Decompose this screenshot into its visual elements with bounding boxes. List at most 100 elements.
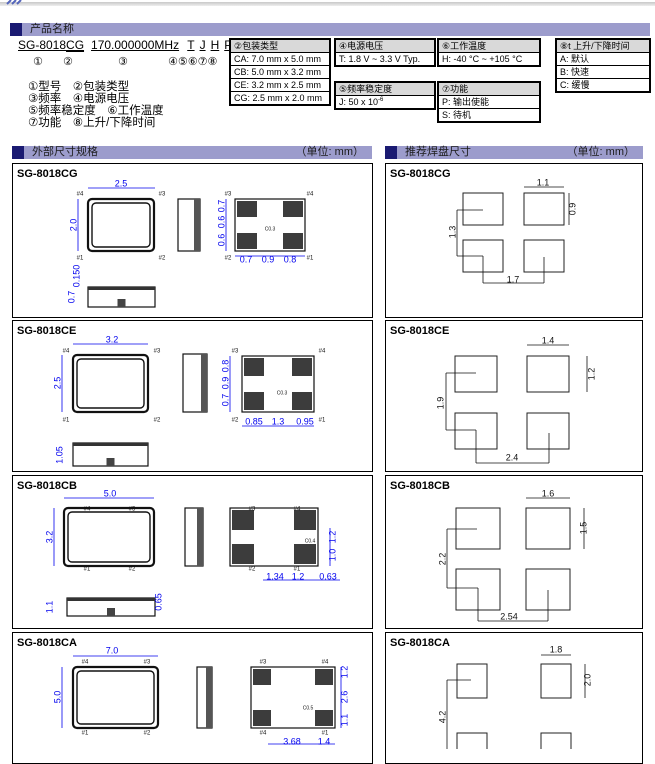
pin-label: #4 bbox=[319, 349, 326, 355]
dimension-label: 1.7 bbox=[507, 274, 520, 284]
table-header: ⑧t 上升/下降时间 bbox=[557, 40, 649, 52]
panel-title: SG-8018CG bbox=[390, 168, 451, 180]
pin-label: #2 bbox=[144, 731, 151, 737]
package-lid bbox=[76, 358, 145, 409]
dimension-label: 2.5 bbox=[115, 178, 128, 188]
land-pad bbox=[540, 732, 572, 749]
dimension-label: 2.5 bbox=[52, 377, 62, 390]
dimension-label: 0.95 bbox=[296, 416, 314, 426]
legend-line: ⑦功能 ⑧上升/下降时间 bbox=[28, 117, 156, 129]
land-pad bbox=[456, 732, 488, 749]
dimension-label: 0.9 bbox=[262, 254, 275, 264]
chamfer-label: C0.4 bbox=[305, 538, 316, 544]
land-panel-cb: SG-8018CB bbox=[385, 475, 643, 629]
marker-1: ① bbox=[33, 56, 43, 68]
panel-title: SG-8018CB bbox=[390, 480, 450, 492]
pin-label: #2 bbox=[232, 418, 239, 424]
land-pad bbox=[455, 507, 501, 550]
pad-terminal bbox=[292, 392, 312, 410]
pad-terminal bbox=[315, 669, 333, 685]
dimension-label: 1.34 bbox=[266, 571, 284, 581]
pin-label: #1 bbox=[319, 418, 326, 424]
section-marker bbox=[12, 146, 24, 159]
part-code-function: P bbox=[224, 38, 232, 52]
dimension-label: 0.85 bbox=[245, 416, 263, 426]
package-top-view bbox=[86, 197, 156, 253]
package-side-terminal bbox=[206, 667, 212, 728]
table-row: P: 输出使能 bbox=[439, 95, 539, 108]
land-pad bbox=[462, 192, 504, 226]
pin-label: #1 bbox=[82, 731, 89, 737]
part-legend: ①型号 ②包装类型 ③频率 ④电源电压 ⑤频率稳定度 ⑥工作温度 ⑦功能 ⑧上升… bbox=[28, 81, 164, 129]
table-row: T: 1.8 V ~ 3.3 V Typ. bbox=[336, 52, 434, 65]
part-code-temperature: H bbox=[210, 38, 220, 52]
pad-terminal bbox=[237, 233, 257, 249]
dimension-label: 3.2 bbox=[44, 531, 54, 544]
package-lid bbox=[67, 511, 151, 563]
stability-value: J: 50 x 10 bbox=[339, 97, 379, 107]
dimension-label: 0.6 bbox=[216, 234, 226, 247]
package-lid bbox=[91, 202, 151, 248]
pin-label: #4 bbox=[260, 731, 267, 737]
section-title: 推荐焊盘尺寸 bbox=[405, 146, 471, 158]
pin-label: #3 bbox=[232, 349, 239, 355]
land-pad bbox=[526, 412, 570, 450]
pad-terminal bbox=[315, 710, 333, 726]
pad-terminal bbox=[253, 710, 271, 726]
pad-terminal bbox=[253, 669, 271, 685]
pad-terminal bbox=[294, 544, 316, 564]
package-side-terminal bbox=[201, 354, 207, 412]
pad-terminal bbox=[232, 544, 254, 564]
section-header-product-name: 产品名称 bbox=[10, 23, 650, 36]
pin-label: #3 bbox=[129, 507, 136, 513]
table-row: H: -40 °C ~ +105 °C bbox=[439, 52, 539, 65]
panel-title: SG-8018CB bbox=[17, 480, 77, 492]
package-lid-edge bbox=[73, 443, 148, 446]
dimension-label: 0.9 bbox=[567, 203, 577, 216]
part-code-stability: J bbox=[199, 38, 206, 52]
dimension-label: 2.0 bbox=[582, 674, 592, 687]
pin-label: #1 bbox=[84, 567, 91, 573]
package-top-view bbox=[71, 665, 160, 730]
table-header: ⑤频率稳定度 bbox=[336, 83, 434, 95]
pin-label: #1 bbox=[63, 418, 70, 424]
chamfer-label: C0.3 bbox=[277, 390, 288, 396]
pin-label: #4 bbox=[63, 349, 70, 355]
land-pad bbox=[456, 663, 488, 699]
section-marker bbox=[385, 146, 397, 159]
package-terminal bbox=[107, 608, 115, 616]
pin-label: #3 bbox=[225, 192, 232, 198]
section-title: 产品名称 bbox=[30, 23, 74, 35]
marker-3: ③ bbox=[118, 56, 128, 68]
marker-2: ② bbox=[63, 56, 73, 68]
part-package-code: CG bbox=[66, 38, 85, 52]
table-row: CE: 3.2 mm x 2.5 mm bbox=[231, 78, 329, 91]
dimension-label: 2.54 bbox=[500, 611, 518, 621]
dimension-label: 1.3 bbox=[272, 416, 285, 426]
dimension-label: 0.8 bbox=[284, 254, 297, 264]
logo-icon bbox=[6, 0, 22, 5]
stability-exponent: -6 bbox=[378, 97, 384, 103]
dimension-label: 1.05 bbox=[54, 446, 64, 464]
function-table: ⑦功能 P: 输出使能 S: 待机 bbox=[437, 81, 541, 123]
dimension-label: 1.9 bbox=[435, 397, 445, 410]
dimension-label: 1.2 bbox=[586, 368, 596, 381]
dimension-label: 3.68 bbox=[283, 736, 301, 746]
section-title: 外部尺寸规格 bbox=[32, 146, 98, 158]
section-unit: （单位: mm） bbox=[295, 146, 364, 158]
dimension-label: 1.1 bbox=[339, 714, 349, 727]
pad-terminal bbox=[244, 392, 264, 410]
section-marker bbox=[10, 23, 22, 36]
land-panel-ce: SG-8018CE bbox=[385, 320, 643, 472]
legend-line: ③频率 ④电源电压 bbox=[28, 93, 130, 105]
stability-table: ⑤频率稳定度 J: 50 x 10-6 bbox=[334, 81, 436, 110]
panel-title: SG-8018CG bbox=[17, 168, 78, 180]
pad-terminal bbox=[232, 510, 254, 530]
temperature-table: ⑥工作温度 H: -40 °C ~ +105 °C bbox=[437, 38, 541, 67]
pin-label: #2 bbox=[159, 256, 166, 262]
table-header: ②包装类型 bbox=[231, 40, 329, 52]
part-code-voltage: T bbox=[187, 38, 195, 52]
pin-label: #4 bbox=[77, 192, 84, 198]
panel-title: SG-8018CA bbox=[17, 637, 77, 649]
